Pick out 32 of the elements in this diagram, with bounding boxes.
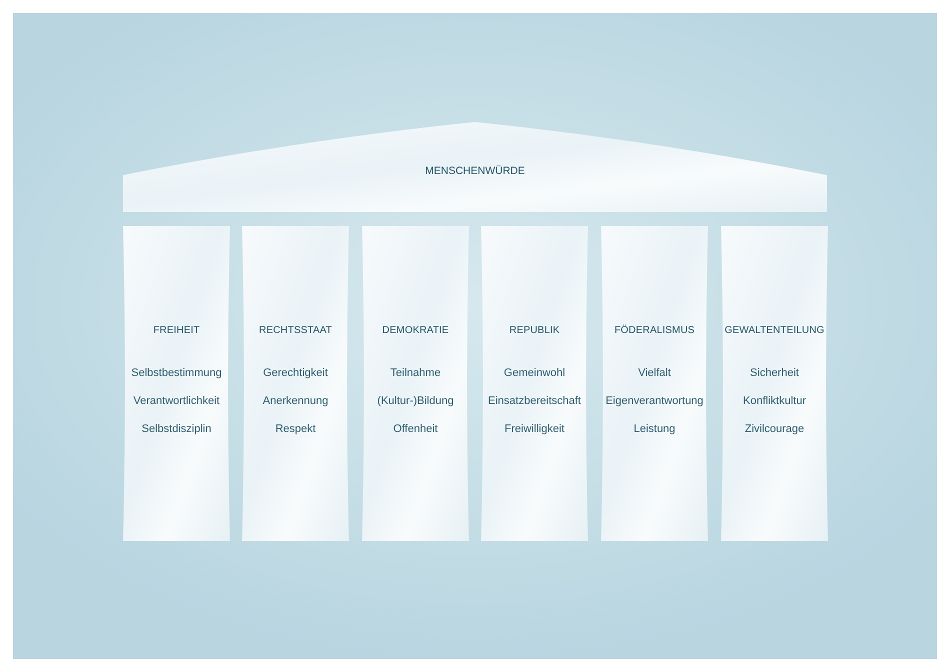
pillar-value: Offenheit: [393, 422, 438, 436]
pillar-value: Konfliktkultur: [743, 394, 806, 408]
pillar: [362, 226, 469, 541]
pillar-value: Sicherheit: [750, 366, 799, 380]
pillar: [242, 226, 349, 541]
pillar-heading: FREIHEIT: [153, 324, 200, 338]
pillar-value: Respekt: [275, 422, 316, 436]
pillar-value: Freiwilligkeit: [504, 422, 564, 436]
pillar-value: Zivilcourage: [744, 422, 804, 436]
pillar: [123, 226, 230, 541]
pillar-value: Leistung: [634, 422, 676, 436]
pillar: [721, 226, 828, 541]
pillar-value: Gemeinwohl: [504, 366, 566, 380]
pillar-value: Gerechtigkeit: [263, 366, 328, 380]
pillar-value: Anerkennung: [262, 394, 328, 408]
pillar: [601, 226, 708, 541]
pillar: [481, 226, 588, 541]
pillar-value: Selbstdisziplin: [142, 422, 212, 436]
pillar-heading: RECHTSSTAAT: [259, 324, 332, 338]
pillar-heading: REPUBLIK: [509, 324, 560, 338]
pillar-heading: GEWALTENTEILUNG: [724, 324, 824, 338]
pillar-value: Eigenverantwortung: [606, 394, 704, 408]
pillar-value: Verantwortlichkeit: [133, 394, 220, 408]
roof-pediment: [123, 122, 827, 212]
pillar-heading: FÖDERALISMUS: [614, 324, 695, 338]
pillar-value: (Kultur-)Bildung: [377, 394, 454, 408]
pillar-value: Selbstbestimmung: [131, 366, 222, 380]
pillar-value: Vielfalt: [638, 366, 671, 380]
pillar-value: Teilnahme: [390, 366, 441, 380]
pillar-value: Einsatzbereitschaft: [488, 394, 581, 408]
pillar-heading: DEMOKRATIE: [382, 324, 449, 338]
roof-title: MENSCHENWÜRDE: [425, 164, 525, 178]
